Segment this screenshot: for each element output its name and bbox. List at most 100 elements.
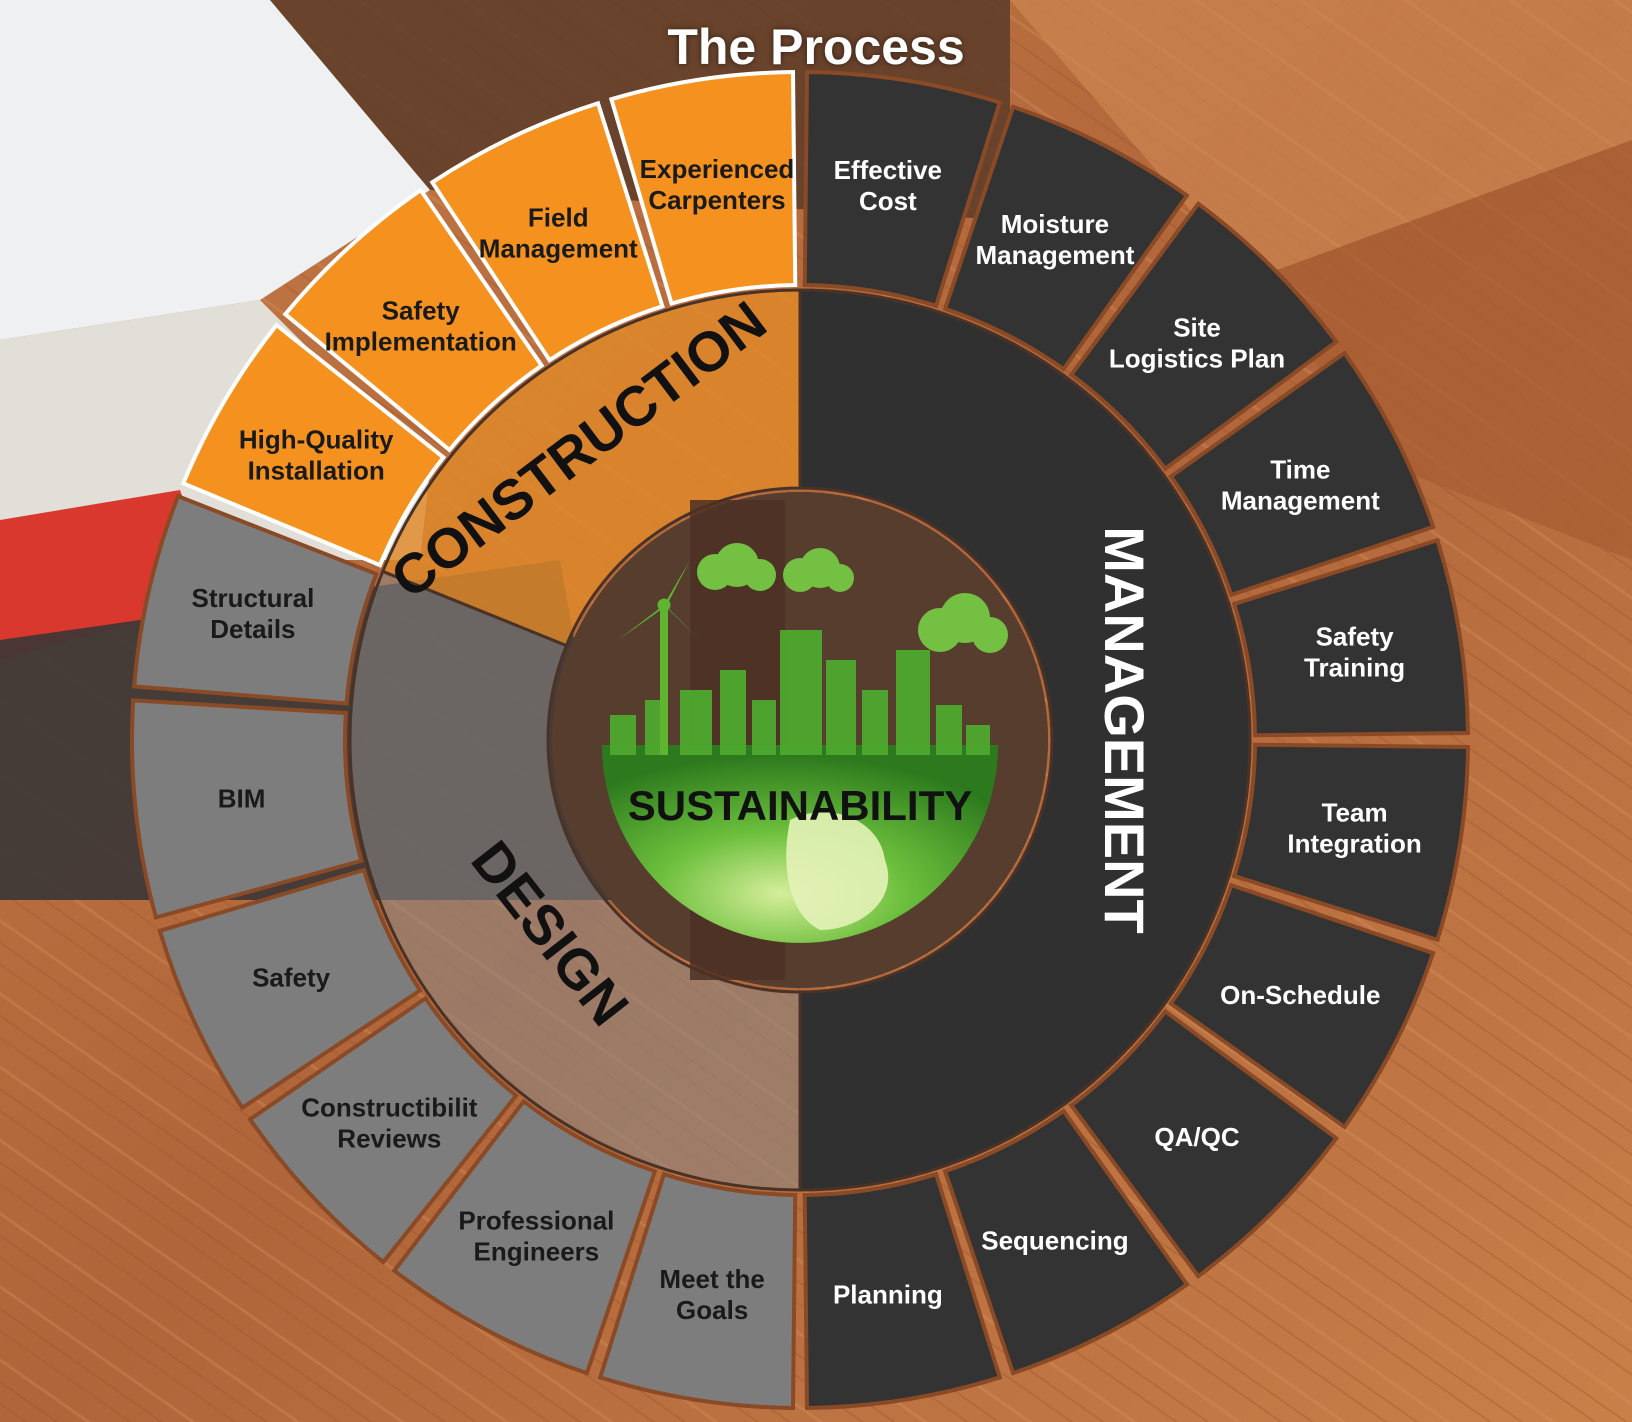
segment-label-line: Experienced <box>640 154 795 184</box>
segment-label-line: Implementation <box>325 327 517 357</box>
segment-shape <box>130 698 364 920</box>
segment-shape <box>157 867 423 1111</box>
section-band-design <box>348 569 802 1192</box>
center-label: SUSTAINABILITY <box>628 782 973 829</box>
segment-label-line: Installation <box>248 456 385 486</box>
section-label-management: MANAGEMENT <box>1093 526 1156 934</box>
segment-label-line: Cost <box>859 186 917 216</box>
segment-label: Safety <box>252 962 331 992</box>
segment-label-line: Reviews <box>337 1123 441 1153</box>
segment-label-line: Field <box>528 203 589 233</box>
segment-shape <box>1231 537 1470 738</box>
segment-shape <box>802 1171 1003 1410</box>
segment-label-line: Integration <box>1287 828 1421 858</box>
segment-planning: Planning <box>802 1171 1003 1410</box>
segment-shape <box>180 322 447 568</box>
segment-shape <box>942 1108 1190 1376</box>
segment-qa-qc: QA/QC <box>1068 1008 1340 1280</box>
segment-label: Planning <box>833 1280 943 1310</box>
segment-shape <box>802 70 1003 309</box>
segment-label-line: Carpenters <box>648 185 785 215</box>
segment-on-schedule: On-Schedule <box>1168 882 1436 1130</box>
section-ring <box>348 288 1252 1192</box>
segment-label-line: Management <box>479 234 638 264</box>
segment-label: BIM <box>218 784 266 814</box>
segment-label-line: BIM <box>218 784 266 814</box>
segment-shape <box>597 1171 798 1410</box>
segment-sequencing: Sequencing <box>942 1108 1190 1376</box>
segment-label-line: Engineers <box>474 1236 600 1266</box>
segment-label-line: Safety <box>1316 622 1395 652</box>
segment-label-line: Details <box>210 614 295 644</box>
segment-label-line: High-Quality <box>239 425 394 455</box>
segment-label-line: Management <box>1221 486 1380 516</box>
segment-shape <box>1068 1008 1340 1280</box>
page-title: The Process <box>667 19 965 75</box>
segment-label-line: On-Schedule <box>1220 980 1380 1010</box>
segment-shape <box>942 104 1190 372</box>
segment-label-line: Goals <box>676 1295 748 1325</box>
segment-label-line: Management <box>975 240 1134 270</box>
segment-shape <box>1168 882 1436 1130</box>
segment-label-line: Planning <box>833 1280 943 1310</box>
segment-shape <box>429 100 665 363</box>
segment-label-line: Constructibilit <box>301 1092 478 1122</box>
segment-label-line: Sequencing <box>981 1225 1128 1255</box>
segment-label-line: Meet the <box>659 1264 764 1294</box>
segment-shape <box>247 995 519 1265</box>
segment-label-line: Professional <box>458 1205 614 1235</box>
segment-shape <box>391 1098 658 1376</box>
segment-shape <box>282 187 545 453</box>
segment-label-line: QA/QC <box>1154 1122 1239 1152</box>
segment-label-line: Site <box>1173 312 1221 342</box>
segment-label: On-Schedule <box>1220 980 1380 1010</box>
segment-label-line: Training <box>1304 653 1405 683</box>
segment-shape <box>1068 200 1340 472</box>
segment-label-line: Safety <box>382 296 461 326</box>
segment-label-line: Safety <box>252 962 331 992</box>
segment-label-line: Structural <box>191 583 314 613</box>
section-band-management <box>798 288 1252 1192</box>
segment-label: QA/QC <box>1154 1122 1239 1152</box>
segment-shape <box>1231 742 1470 943</box>
segment-label-line: Moisture <box>1001 209 1109 239</box>
segment-bim: BIM <box>130 698 364 920</box>
segment-label-line: Time <box>1270 455 1330 485</box>
section-band-construction <box>380 288 802 648</box>
segment-label: Sequencing <box>981 1225 1128 1255</box>
segment-shape <box>608 70 798 306</box>
sustainability-emblem <box>552 492 1048 988</box>
segment-shape <box>131 493 379 706</box>
segment-safety: Safety <box>157 867 423 1111</box>
segment-shape <box>1168 350 1436 598</box>
segment-label-line: Effective <box>834 155 942 185</box>
